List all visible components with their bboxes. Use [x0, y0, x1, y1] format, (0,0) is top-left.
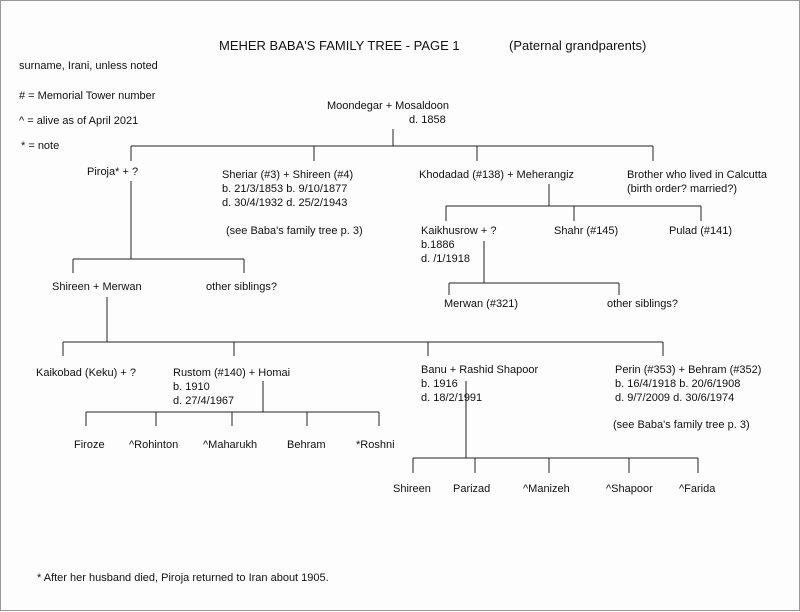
rustom-child: *Roshni — [356, 439, 395, 451]
sheriar-couple: Sheriar (#3) + Shireen (#4) — [222, 169, 354, 181]
other-siblings-kaikhusrow: other siblings? — [607, 298, 678, 310]
kaikhusrow-birth: b.1886 — [421, 239, 455, 251]
banu-child: ^Farida — [679, 483, 716, 495]
banu-child: ^Manizeh — [523, 483, 570, 495]
legend-caret: ^ = alive as of April 2021 — [19, 115, 139, 127]
banu-birth: b. 1916 — [421, 378, 458, 390]
shahr: Shahr (#145) — [554, 225, 619, 237]
brother-line2: (birth order? married?) — [627, 183, 738, 195]
piroja-couple: Piroja* + ? — [87, 166, 139, 178]
rustom-child: ^Rohinton — [129, 439, 179, 451]
legend-star: * = note — [21, 140, 60, 152]
kaikobad-couple: Kaikobad (Keku) + ? — [36, 367, 136, 379]
kaikhusrow-couple: Kaikhusrow + ? — [421, 225, 497, 237]
page-subtitle: (Paternal grandparents) — [509, 38, 647, 53]
perin-births: b. 16/4/1918 b. 20/6/1908 — [615, 378, 741, 390]
legend-surname: surname, Irani, unless noted — [19, 60, 158, 72]
rustom-death: d. 27/4/1967 — [173, 395, 235, 407]
sheriar-note: (see Baba's family tree p. 3) — [226, 225, 363, 237]
perin-note: (see Baba's family tree p. 3) — [613, 419, 750, 431]
perin-couple: Perin (#353) + Behram (#352) — [615, 364, 762, 376]
rustom-child: Firoze — [74, 439, 105, 451]
footnote: * After her husband died, Piroja returne… — [37, 572, 329, 584]
sheriar-deaths: d. 30/4/1932 d. 25/2/1943 — [222, 197, 348, 209]
banu-child: ^Shapoor — [606, 483, 653, 495]
rustom-couple: Rustom (#140) + Homai — [173, 367, 291, 379]
sheriar-births: b. 21/3/1853 b. 9/10/1877 — [222, 183, 348, 195]
banu-child: Shireen — [393, 483, 431, 495]
banu-couple: Banu + Rashid Shapoor — [421, 364, 539, 376]
rustom-child: Behram — [287, 439, 326, 451]
shireen-merwan-couple: Shireen + Merwan — [52, 281, 142, 293]
gen1-death: d. 1858 — [409, 114, 446, 126]
gen1-couple: Moondegar + Mosaldoon — [327, 100, 449, 112]
khodadad-couple: Khodadad (#138) + Meherangiz — [419, 169, 575, 181]
banu-child: Parizad — [453, 483, 491, 495]
kaikhusrow-death: d. /1/1918 — [421, 253, 470, 265]
perin-deaths: d. 9/7/2009 d. 30/6/1974 — [615, 392, 735, 404]
pulad: Pulad (#141) — [669, 225, 732, 237]
rustom-child: ^Maharukh — [203, 439, 258, 451]
merwan-321: Merwan (#321) — [444, 298, 518, 310]
other-siblings-piroja: other siblings? — [206, 281, 277, 293]
page-title: MEHER BABA'S FAMILY TREE - PAGE 1 — [219, 38, 460, 53]
brother-line1: Brother who lived in Calcutta — [627, 169, 768, 181]
banu-death: d. 18/2/1991 — [421, 392, 483, 404]
legend-hash: # = Memorial Tower number — [19, 90, 156, 102]
rustom-birth: b. 1910 — [173, 381, 210, 393]
